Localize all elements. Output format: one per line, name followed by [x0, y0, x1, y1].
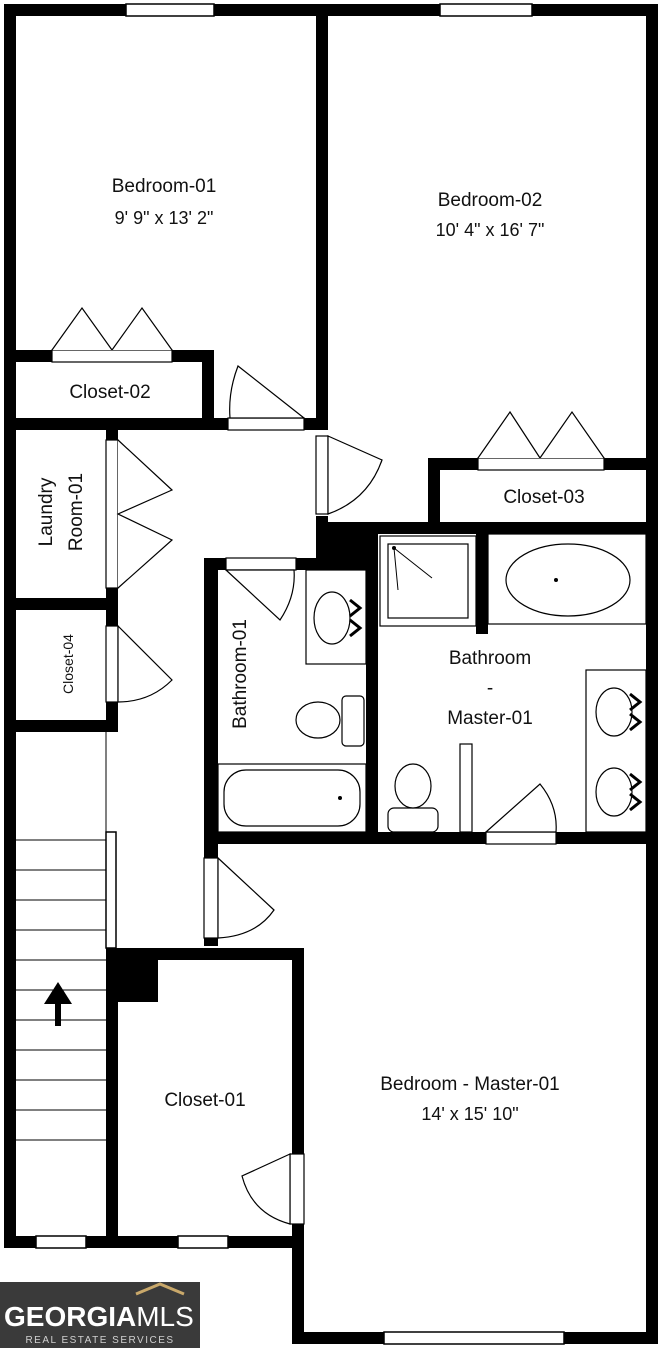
- door-master: [203, 857, 219, 939]
- wall-bath-bottom: [204, 832, 658, 844]
- wall-closet1-left: [106, 948, 118, 1248]
- window-stair: [35, 1235, 87, 1249]
- closet3-name: Closet-03: [503, 487, 584, 508]
- bedroom1-name: Bedroom-01: [112, 176, 217, 197]
- master-bedroom-dims: 14' x 15' 10": [421, 1104, 518, 1124]
- master-bath-line1: Bathroom: [449, 648, 531, 669]
- closet4-name: Closet-04: [60, 634, 76, 694]
- wall-bath1-left: [204, 558, 218, 946]
- toilet-icon: [387, 763, 439, 833]
- door-master-bath: [485, 831, 557, 845]
- door-bed2: [315, 435, 329, 515]
- laundry-line1: Laundry: [36, 477, 57, 546]
- sink-icon: [305, 569, 367, 665]
- door-bath1: [225, 557, 297, 571]
- door-bed2-swing: [327, 435, 383, 515]
- door-closet3-swing: [477, 410, 605, 459]
- stair-rail: [105, 831, 117, 949]
- master-partition: [459, 743, 473, 833]
- door-bath1-swing: [224, 569, 295, 621]
- wall-bed-divider: [316, 4, 328, 424]
- door-closet3: [477, 457, 605, 471]
- logo-background: [0, 1282, 200, 1348]
- doors: [51, 306, 605, 1225]
- closet4-label: Closet-04: [60, 634, 76, 694]
- wall-bath1-right: [366, 558, 378, 844]
- stairs: [16, 732, 107, 1141]
- door-closet2-swing: [51, 306, 173, 351]
- door-bed1: [227, 417, 305, 431]
- laundry-label: Laundry Room-01: [36, 473, 87, 551]
- door-laundry: [105, 439, 119, 589]
- master-bath-line2: -: [487, 678, 493, 699]
- bathroom1-name: Bathroom-01: [230, 619, 251, 729]
- wall-top: [4, 4, 658, 16]
- fixtures: [217, 533, 647, 833]
- wall-closet3-bottom: [316, 522, 658, 534]
- house-roof-icon: [135, 1282, 185, 1296]
- georgia-mls-logo: GEORGIAMLS REAL ESTATE SERVICES: [0, 1282, 200, 1348]
- window-master: [383, 1331, 565, 1345]
- stair-arrow-icon: [44, 982, 72, 1026]
- laundry-line2: Room-01: [66, 473, 87, 551]
- window-bed2: [439, 3, 533, 17]
- bedroom2-dims: 10' 4" x 16' 7": [436, 220, 545, 240]
- bedroom2-name: Bedroom-02: [438, 190, 543, 211]
- wall-closet1-right: [292, 950, 304, 1344]
- closet2-name: Closet-02: [69, 382, 150, 403]
- wall-left: [4, 4, 16, 1248]
- logo-mls: MLS: [136, 1301, 194, 1332]
- wall-closet2-right: [202, 350, 214, 430]
- wall-right: [646, 4, 658, 1344]
- door-closet1: [289, 1153, 305, 1225]
- walls: [4, 4, 658, 1344]
- wall-closet4-bottom: [4, 720, 118, 732]
- shower-icon: [379, 535, 477, 627]
- wall-laundry-bottom: [4, 598, 118, 610]
- bathtub-icon: [487, 533, 647, 625]
- door-closet4-swing: [117, 624, 173, 703]
- wall-stair-pillar: [106, 948, 158, 1002]
- wall-master-bath-inner: [476, 534, 488, 634]
- door-closet2: [51, 349, 173, 363]
- closet1-name: Closet-01: [164, 1090, 245, 1111]
- room-labels: Bedroom-01 9' 9" x 13' 2" Bedroom-02 10'…: [36, 176, 585, 1124]
- door-laundry-swing: [116, 439, 174, 589]
- door-bed1-swing: [229, 365, 306, 419]
- door-master-bath-swing: [484, 783, 557, 833]
- master-bedroom-name: Bedroom - Master-01: [380, 1074, 560, 1095]
- master-bath-line3: Master-01: [447, 708, 533, 729]
- logo-text: GEORGIAMLS: [4, 1301, 194, 1332]
- bathtub-icon: [217, 763, 367, 833]
- windows: [35, 3, 565, 1345]
- logo-tagline: REAL ESTATE SERVICES: [25, 1335, 174, 1346]
- sink-icon: [585, 669, 647, 833]
- window-bed1: [125, 3, 215, 17]
- bedroom1-dims: 9' 9" x 13' 2": [115, 208, 214, 228]
- wall-closet3-left: [428, 458, 440, 534]
- bathroom1-label: Bathroom-01: [230, 619, 251, 729]
- door-closet1-swing: [241, 1153, 291, 1225]
- door-master-swing: [217, 856, 275, 939]
- toilet-icon: [295, 695, 365, 747]
- window-closet1: [177, 1235, 229, 1249]
- door-closet4: [105, 625, 119, 703]
- logo-georgia: GEORGIA: [4, 1301, 136, 1332]
